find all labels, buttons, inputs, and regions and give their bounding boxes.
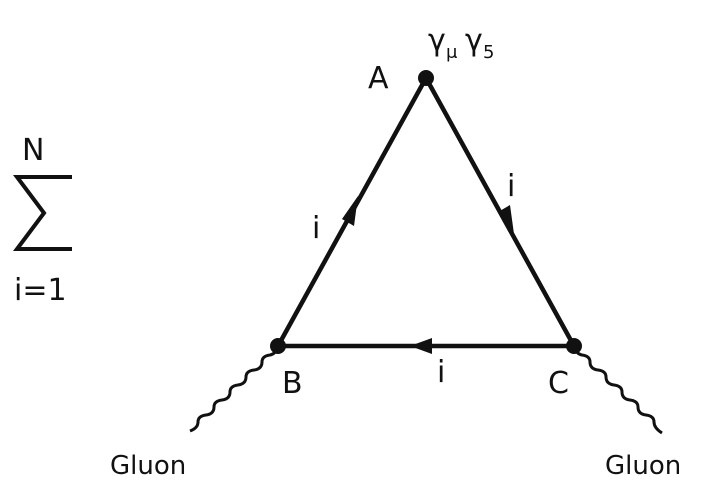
vertex-c-label: C xyxy=(548,366,569,401)
summation: N i=1 xyxy=(13,133,72,308)
vertex-a-coupling: γ μ γ 5 xyxy=(428,23,494,63)
sigma-symbol xyxy=(13,175,72,251)
mu-index: μ xyxy=(446,42,458,63)
edge-right-label: i xyxy=(507,169,515,204)
edge-bottom-label: i xyxy=(437,355,445,390)
gamma-mu: γ xyxy=(428,23,446,58)
arrow-right-edge xyxy=(498,205,514,234)
gluon-line-right xyxy=(572,345,663,435)
vertex-a-label: A xyxy=(368,61,389,96)
arrow-bottom-edge xyxy=(410,338,432,354)
gluon-label-right: Gluon xyxy=(605,451,681,481)
vertex-b xyxy=(270,338,286,354)
arrow-left-edge xyxy=(342,196,358,226)
vertex-b-label: B xyxy=(282,366,303,401)
vertex-c xyxy=(566,338,582,354)
sum-upper-limit: N xyxy=(22,133,44,168)
five-index: 5 xyxy=(483,42,494,63)
gluon-label-left: Gluon xyxy=(110,451,186,481)
vertex-a xyxy=(418,70,434,86)
gamma-five: γ xyxy=(465,23,483,58)
sum-lower-limit: i=1 xyxy=(14,273,67,308)
edge-left-label: i xyxy=(312,211,320,246)
gluon-line-left xyxy=(189,345,280,433)
